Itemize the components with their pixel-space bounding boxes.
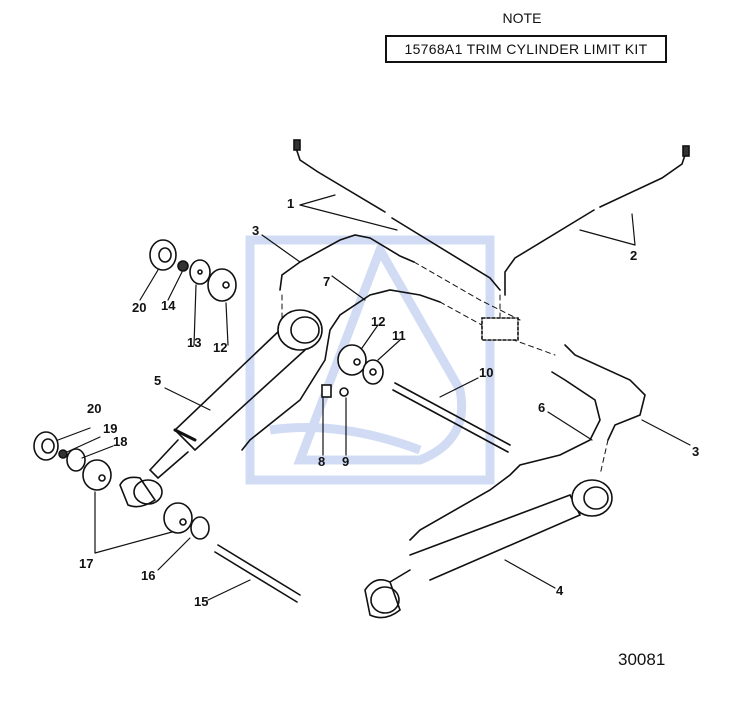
part-13-washer [189,259,211,285]
callout-15: 15 [194,594,208,609]
part-15-pin [214,544,301,603]
callout-1: 1 [287,196,294,211]
part-6-tube [409,371,601,541]
fitting-block [481,317,519,341]
part-2-tube [504,145,690,296]
part-11-washer [362,359,384,385]
callout-3-left: 3 [252,223,259,238]
part-8-plate [321,384,332,398]
callout-7: 7 [323,274,330,289]
callout-12-mid: 12 [371,314,385,329]
callout-18: 18 [113,434,127,449]
callout-5: 5 [154,373,161,388]
part-16-washer [190,516,210,540]
part-14-nut [177,260,189,272]
callout-6: 6 [538,400,545,415]
leader-lines [57,194,691,601]
callout-17: 17 [79,556,93,571]
part-1-tube [293,139,501,291]
callout-2: 2 [630,248,637,263]
callout-19: 19 [103,421,117,436]
part-18-washer [66,448,86,472]
callout-4: 4 [556,583,564,598]
part-17-bushing-a [82,459,112,491]
callout-16: 16 [141,568,155,583]
part-3-tube-right [564,344,646,441]
part-19-nut [58,449,68,459]
callout-11: 11 [392,328,406,343]
callout-3-right: 3 [692,444,699,459]
part-7-tube [241,289,441,451]
callout-20-top: 20 [132,300,146,315]
part-4-cylinder [364,479,613,619]
part-3-tube-left [279,234,415,291]
watermark-logo [245,235,495,485]
part-12-bushing-top [207,268,237,302]
callout-labels: 1 2 3 3 4 5 6 7 8 9 10 11 12 12 13 14 15… [79,196,699,609]
part-20-cap-bottom [33,431,59,461]
part-5-cylinder [119,309,323,508]
figure-number: 30081 [618,650,666,669]
part-17-bushing-b [163,502,193,534]
callout-14: 14 [161,298,176,313]
callout-9: 9 [342,454,349,469]
part-12-bushing-mid [337,344,367,376]
callout-10: 10 [479,365,493,380]
note-title: NOTE [502,10,542,26]
callout-20-bottom: 20 [87,401,101,416]
callout-12-top: 12 [213,340,227,355]
part-9-screw [339,387,349,397]
callout-8: 8 [318,454,325,469]
callout-13: 13 [187,335,201,350]
note-box: 15768A1 TRIM CYLINDER LIMIT KIT [385,35,667,63]
part-10-pin [392,382,511,453]
part-20-cap-top [149,239,177,271]
note-text: 15768A1 TRIM CYLINDER LIMIT KIT [404,41,648,57]
